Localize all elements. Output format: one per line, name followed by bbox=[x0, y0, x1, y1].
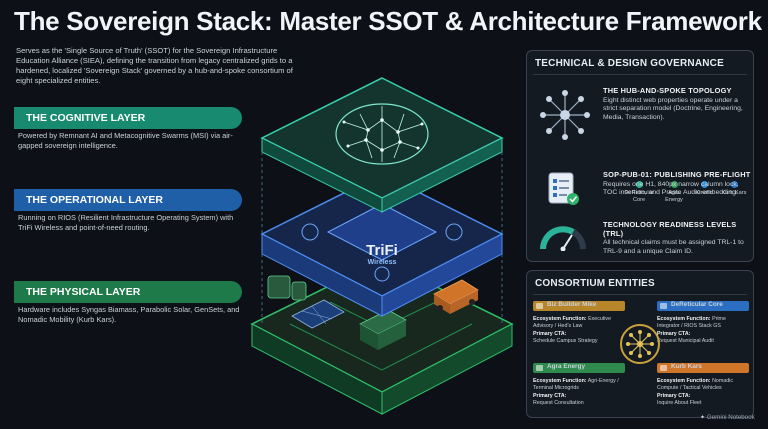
gemini-notebook-watermark: ✦ Gemini Notebook bbox=[700, 414, 755, 421]
car-icon bbox=[660, 365, 667, 371]
governance-item-title: SOP-PUB-01: PUBLISHING PRE-FLIGHT bbox=[603, 170, 751, 179]
operational-layer-platform bbox=[260, 173, 504, 317]
operational-layer-heading: THE OPERATIONAL LAYER bbox=[14, 189, 242, 211]
solar-panel-icon bbox=[291, 299, 345, 329]
legend-dereticular: DeReticular Core bbox=[621, 181, 657, 203]
governance-item-body: Eight distinct web properties operate un… bbox=[603, 96, 743, 121]
cognitive-layer-heading: THE COGNITIVE LAYER bbox=[14, 107, 242, 129]
physical-layer-description: Hardware includes Syngas Biamass, Parabo… bbox=[18, 305, 240, 324]
entity-name-badge: DeReticular Core bbox=[657, 301, 749, 311]
entity-card-kurb-kars: Kurb Kars Ecosystem Function: Nomadic Co… bbox=[657, 363, 749, 406]
page-title: The Sovereign Stack: Master SSOT & Archi… bbox=[14, 6, 762, 36]
trifi-brand-sub: Wireless bbox=[368, 259, 397, 266]
legend-dot bbox=[670, 181, 678, 188]
entity-card-dereticular-core: DeReticular Core Ecosystem Function: Pri… bbox=[657, 301, 749, 344]
entity-name-badge: Agra Energy bbox=[533, 363, 625, 373]
operational-layer-description: Running on RIOS (Resilient Infrastructur… bbox=[18, 213, 234, 232]
sovereign-stack-illustration: TriFi Wireless bbox=[250, 77, 514, 415]
governance-item-body: Requires one H1, 840px narrow calumn loc… bbox=[603, 180, 739, 197]
gauge-icon bbox=[540, 226, 586, 251]
governance-divider bbox=[533, 74, 747, 75]
governance-item-body: All technical claims must be assigned TR… bbox=[603, 239, 744, 255]
governance-item-title: THE HUB-AND-SPOKE TOPOLOGY bbox=[603, 86, 732, 95]
consortium-divider bbox=[533, 294, 747, 295]
legend-dot bbox=[730, 181, 738, 188]
genset-icon bbox=[359, 309, 407, 350]
vehicle-icon bbox=[433, 279, 479, 314]
brain-nodes bbox=[342, 118, 424, 152]
consortium-hub-icon bbox=[620, 324, 660, 364]
entity-name-badge: Kurb Kars bbox=[657, 363, 749, 373]
biomass-tank-icon bbox=[267, 275, 307, 301]
governance-panel: TECHNICAL & DESIGN GOVERNANCE THE HUB-AN… bbox=[526, 50, 754, 262]
consortium-title: CONSORTIUM ENTITIES bbox=[535, 278, 655, 289]
physical-layer-heading: THE PHYSICAL LAYER bbox=[14, 281, 242, 303]
leaf-icon bbox=[536, 365, 543, 371]
legend-kurb: Kurb Kars bbox=[719, 181, 749, 197]
trifi-brand: TriFi bbox=[366, 242, 398, 259]
legend-dot bbox=[700, 181, 708, 188]
briefcase-icon bbox=[536, 303, 543, 309]
governance-item-title: TECHNOLOGY READINESS LEVELS (TRL) bbox=[603, 220, 737, 238]
governance-item-publishing: SOP-PUB-01: PUBLISHING PRE-FLIGHT Requir… bbox=[603, 170, 751, 198]
cognitive-layer-description: Powered by Remnant AI and Metacognitive … bbox=[18, 131, 233, 150]
entity-name-badge: Biz Builder Mike bbox=[533, 301, 625, 311]
checklist-icon bbox=[548, 172, 579, 205]
intro-text: Serves as the 'Single Source of Truth' (… bbox=[16, 46, 293, 85]
governance-item-topology: THE HUB-AND-SPOKE TOPOLOGY Eight distinc… bbox=[603, 86, 751, 122]
core-icon bbox=[660, 303, 667, 309]
entity-card-agra-energy: Agra Energy Ecosystem Function: Agri-Ene… bbox=[533, 363, 625, 406]
legend-dot bbox=[635, 181, 643, 188]
consortium-panel: CONSORTIUM ENTITIES Biz Builder Mike Eco… bbox=[526, 270, 754, 418]
hub-spoke-icon bbox=[540, 90, 590, 140]
legend-agra: Agra Energy bbox=[659, 181, 689, 203]
governance-item-trl: TECHNOLOGY READINESS LEVELS (TRL) All te… bbox=[603, 220, 751, 256]
legend-kinetic: Kinetic bbox=[689, 181, 719, 197]
entity-card-biz-builder-mike: Biz Builder Mike Ecosystem Function: Exe… bbox=[533, 301, 625, 344]
governance-title: TECHNICAL & DESIGN GOVERNANCE bbox=[535, 58, 724, 69]
sparkle-icon: ✦ bbox=[700, 414, 706, 421]
